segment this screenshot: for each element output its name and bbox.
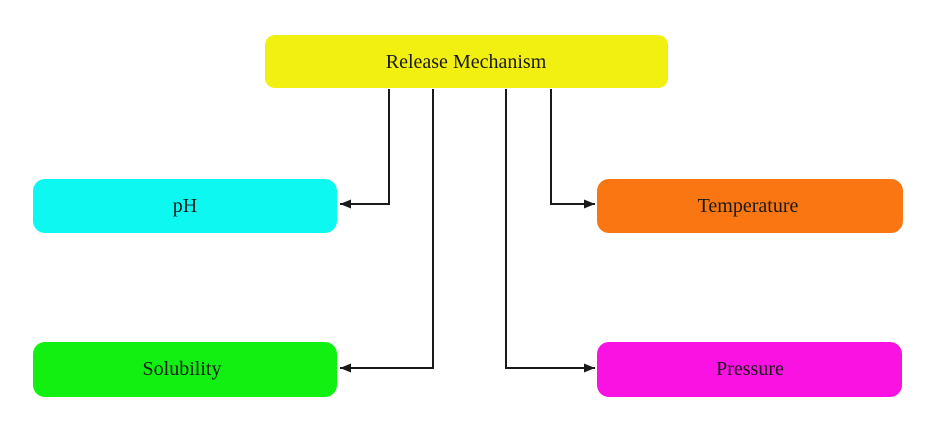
edge-root-to-ph: [340, 89, 390, 209]
node-ph-box: [33, 179, 337, 233]
node-pressure-box: [597, 342, 902, 397]
node-solubility-box: [33, 342, 337, 397]
node-pressure-label: Pressure: [716, 358, 784, 380]
edge-root-to-solubility: [340, 89, 434, 373]
node-temperature: Temperature: [597, 179, 903, 233]
node-temperature-box: [597, 179, 903, 233]
node-pressure: Pressure: [597, 342, 902, 397]
node-release-mechanism-label: Release Mechanism: [386, 51, 547, 73]
node-temperature-label: Temperature: [698, 195, 799, 217]
edge-root-to-temperature: [550, 89, 595, 209]
node-solubility-label: Solubility: [143, 358, 222, 380]
node-ph: pH: [33, 179, 337, 233]
edge-root-to-pressure: [505, 89, 595, 373]
node-ph-label: pH: [173, 195, 197, 217]
node-solubility: Solubility: [33, 342, 337, 397]
node-release-mechanism-box: [265, 35, 668, 88]
node-release-mechanism: Release Mechanism: [265, 35, 668, 88]
connectors: [340, 89, 595, 373]
